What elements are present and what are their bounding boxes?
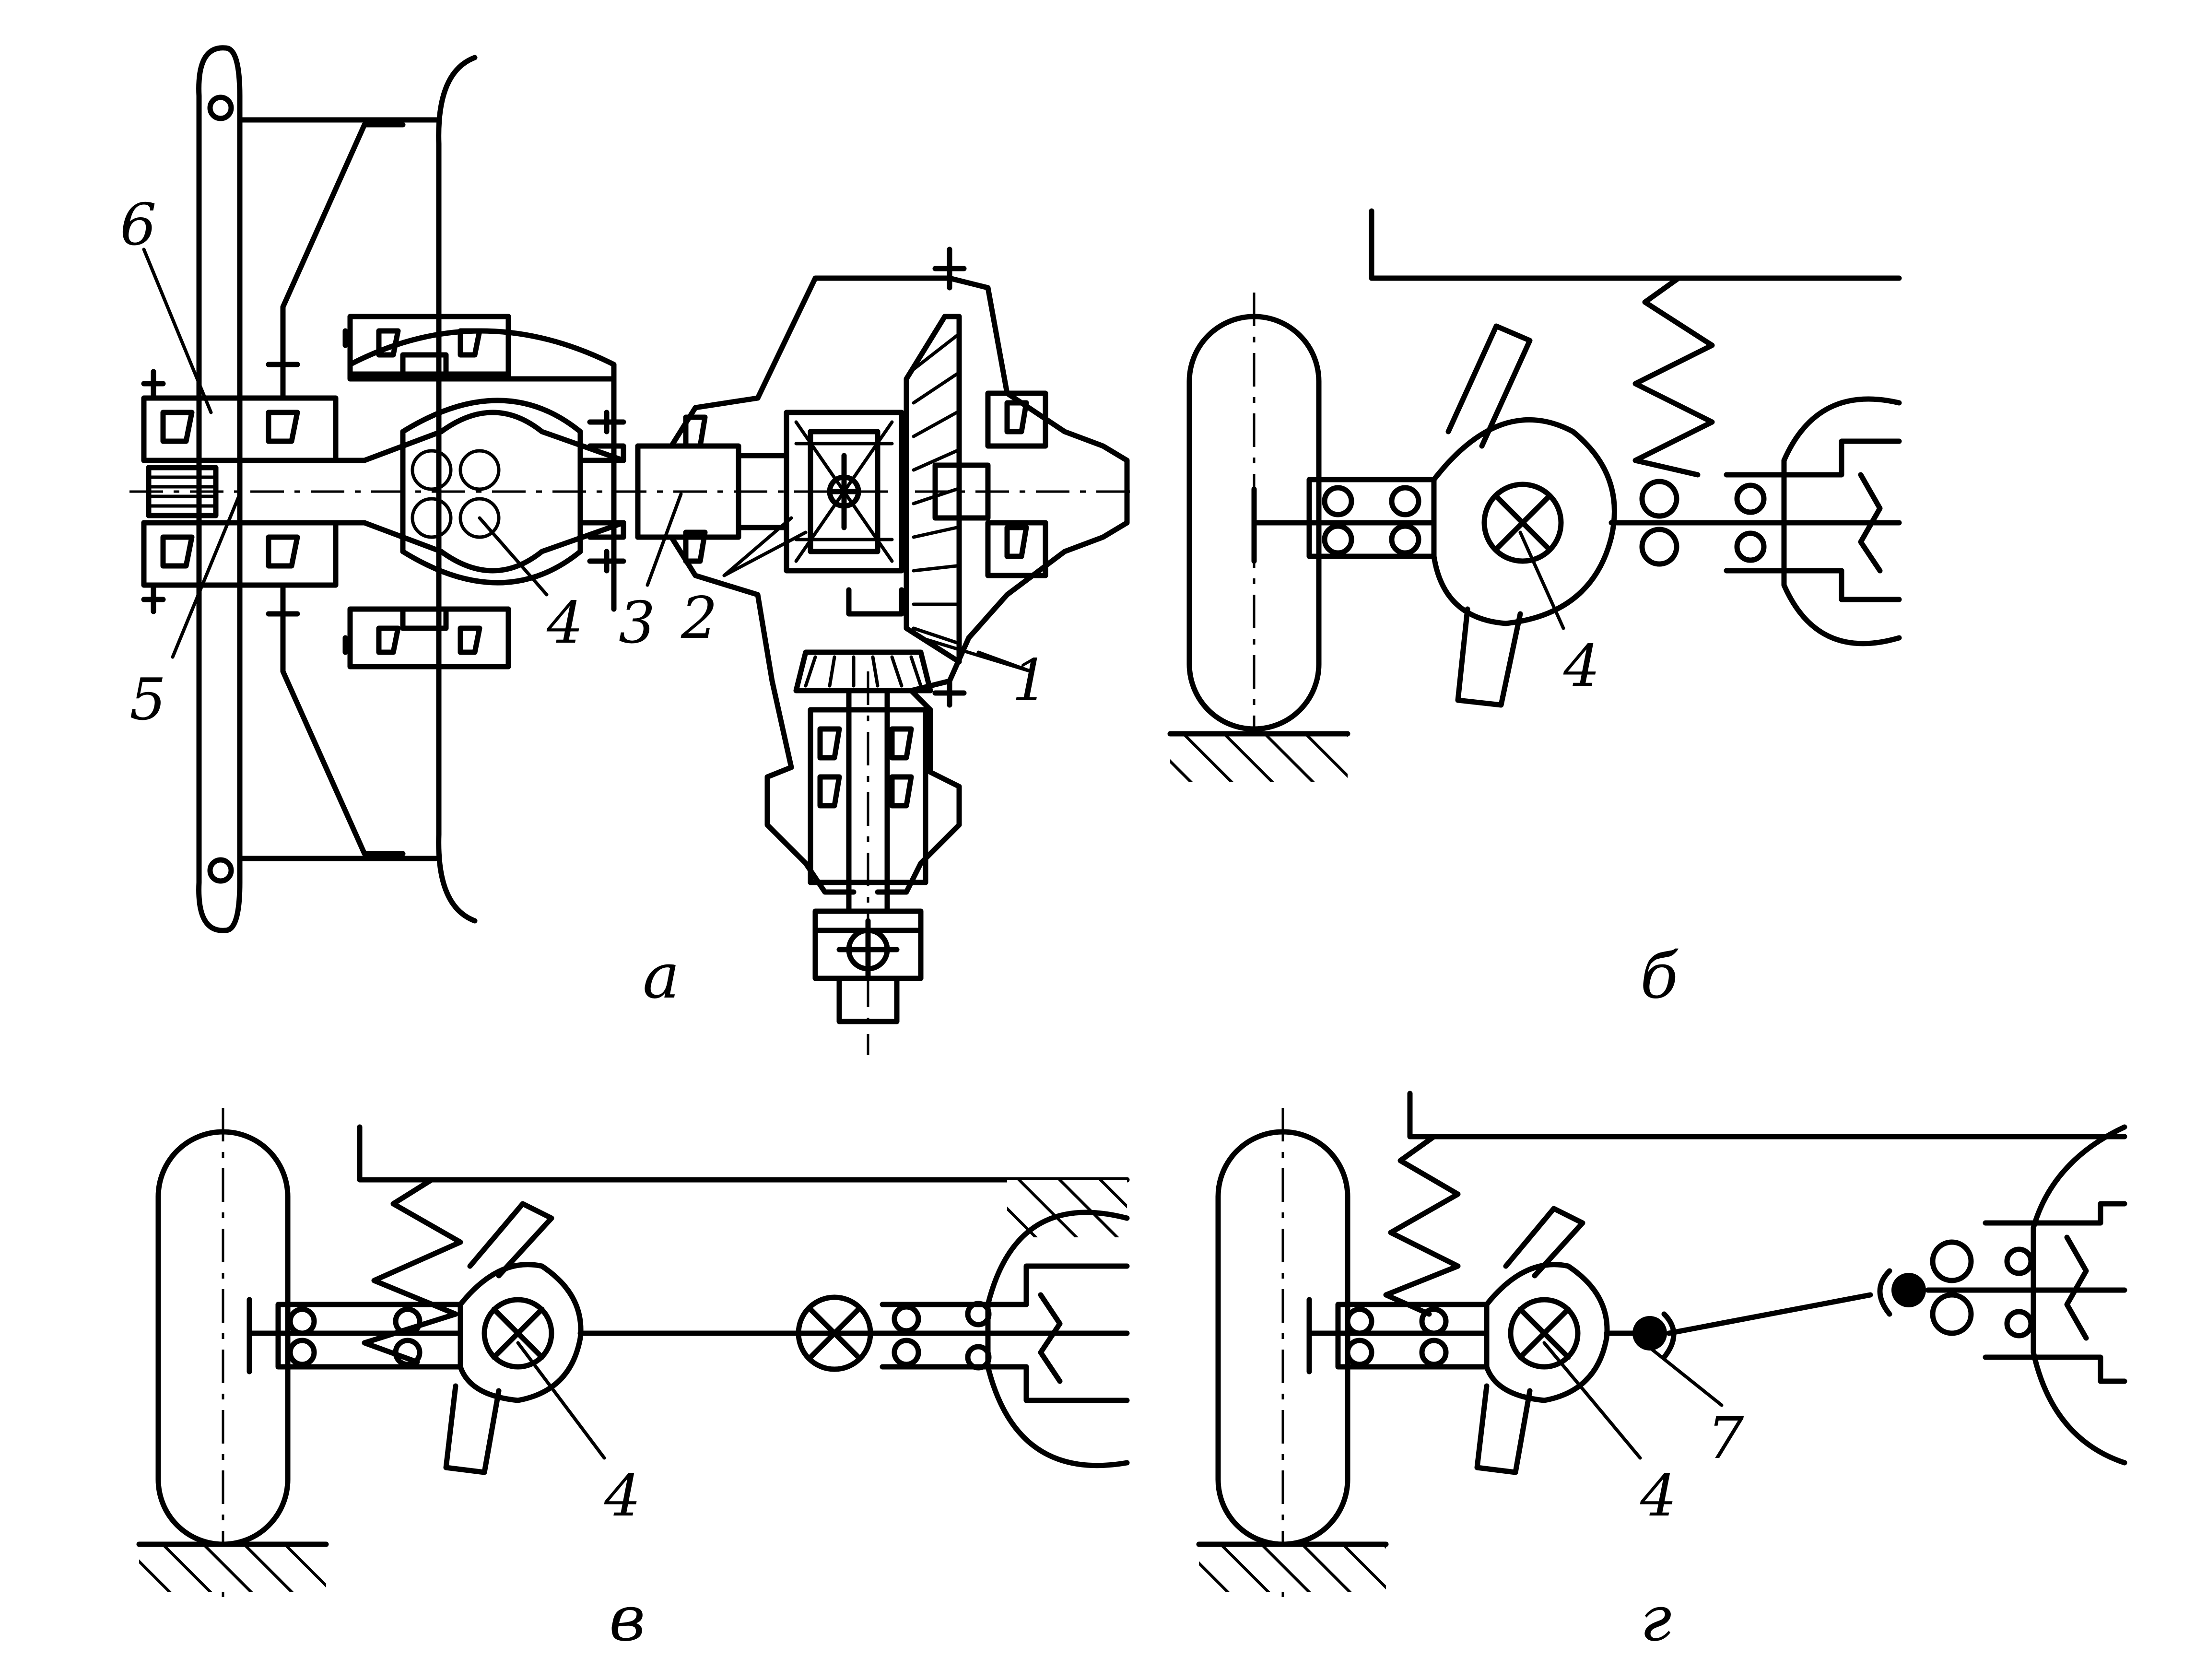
ground-b <box>1170 734 1348 782</box>
final-drive-gears <box>793 314 991 693</box>
caption-a: а <box>643 940 680 1012</box>
ground-v <box>139 1544 326 1592</box>
ball-joint-outer <box>1891 1273 1926 1307</box>
label-7-g: 7 <box>1707 1405 1744 1472</box>
label-3: 3 <box>619 590 655 657</box>
label-4-g: 4 <box>1640 1463 1677 1529</box>
label-6: 6 <box>120 192 156 258</box>
cv-joint <box>342 314 626 670</box>
ground-g <box>1199 1544 1386 1592</box>
panel-v: 4 в <box>136 1108 1130 1655</box>
label-5: 5 <box>129 667 166 733</box>
panel-g: 4 7 г <box>1196 1091 2127 1655</box>
caption-b: б <box>1640 940 1679 1012</box>
panel-b: 4 б <box>1167 208 1902 1012</box>
differential <box>736 410 904 574</box>
leader-lines-a <box>142 247 1033 673</box>
ball-joint-inner <box>1632 1316 1667 1351</box>
panel-a: 1 2 3 4 5 6 а <box>120 45 1132 1055</box>
body-hatch-v <box>1007 1180 1127 1237</box>
label-4-v: 4 <box>604 1463 641 1529</box>
pinion-shaft <box>808 671 928 1055</box>
half-shaft-spline <box>129 465 1132 518</box>
caption-v: в <box>609 1582 646 1655</box>
label-4-b: 4 <box>1563 633 1600 700</box>
caption-g: г <box>1640 1582 1672 1655</box>
label-2: 2 <box>681 585 717 652</box>
label-1: 1 <box>1012 647 1048 714</box>
label-4: 4 <box>546 590 583 657</box>
wheel-hub <box>141 342 367 641</box>
